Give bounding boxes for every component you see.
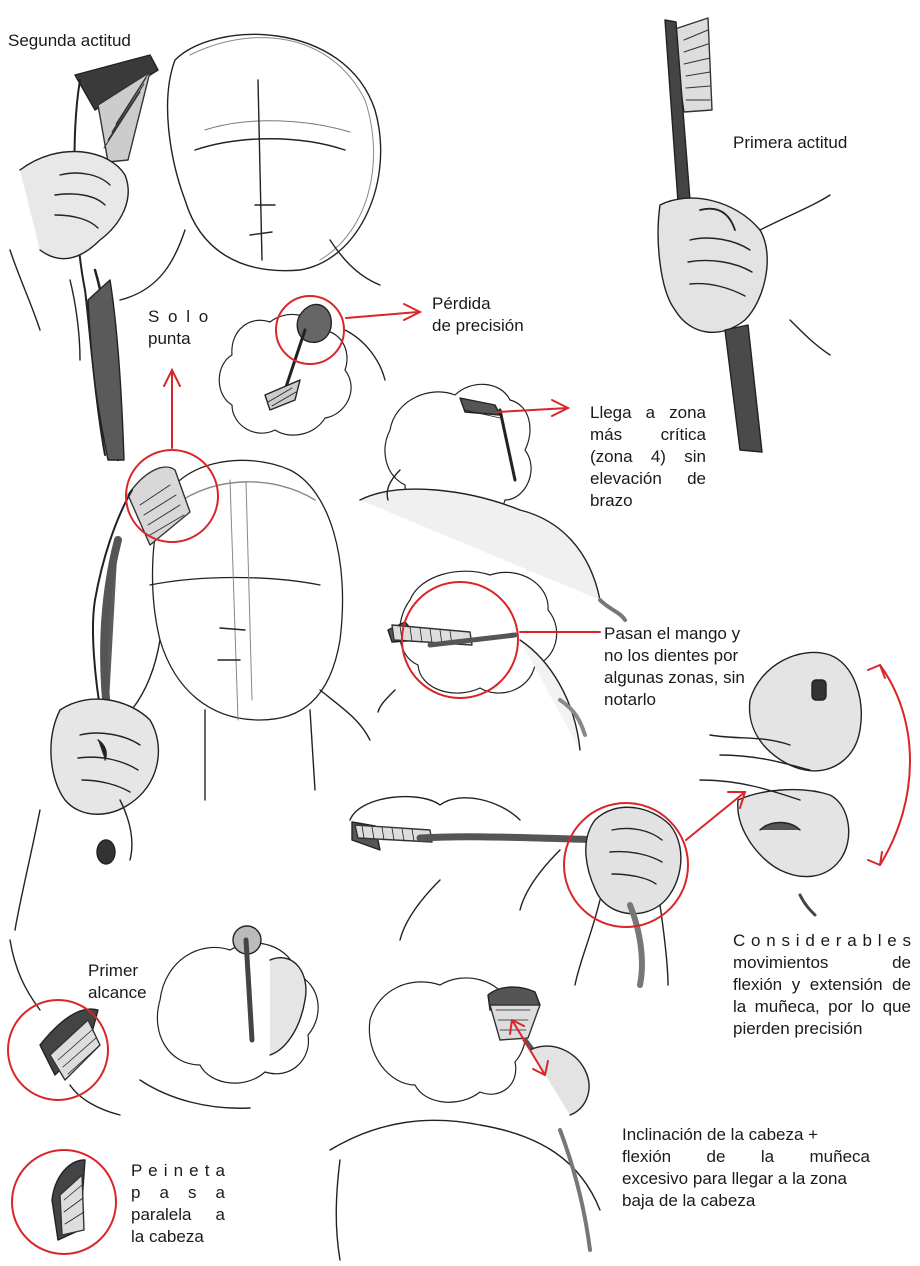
label-solo-punta: S o l o punta xyxy=(148,306,212,350)
sketch-segunda-actitud xyxy=(10,34,381,460)
label-pasan-mango: Pasan el mango y no los dientes por algu… xyxy=(604,623,745,711)
sketch-perdida-precision xyxy=(219,304,385,435)
label-primera-actitud: Primera actitud xyxy=(733,132,847,154)
sketch-central-head xyxy=(15,460,370,930)
sketch-inclinacion xyxy=(330,978,600,1260)
red-arrow-muneca xyxy=(686,792,745,840)
label-peineta: P e i n e t a p a s a paralela a la cabe… xyxy=(131,1160,225,1248)
label-perdida-precision: Pérdida de precisión xyxy=(432,293,524,337)
sketch-primer-alcance-head xyxy=(140,926,318,1108)
red-arrow-zona-4 xyxy=(498,408,568,412)
sketch-mano-horizontal xyxy=(350,797,681,985)
sketch-pasan-mango xyxy=(378,571,585,750)
label-llega-zona: Llega a zona más crítica (zona 4) sin el… xyxy=(590,402,706,512)
label-considerables: C o n s i d e r a b l e s movimientos de… xyxy=(733,930,911,1040)
sketch-zona-4 xyxy=(360,384,625,620)
red-arrow-perdida xyxy=(346,312,418,318)
label-segunda-actitud: Segunda actitud xyxy=(8,30,131,52)
label-inclinacion: Inclinación de la cabeza + flexión de la… xyxy=(622,1124,870,1212)
sketch-primera-actitud xyxy=(658,18,830,452)
label-primer-alcance: Primer alcance xyxy=(88,960,147,1004)
